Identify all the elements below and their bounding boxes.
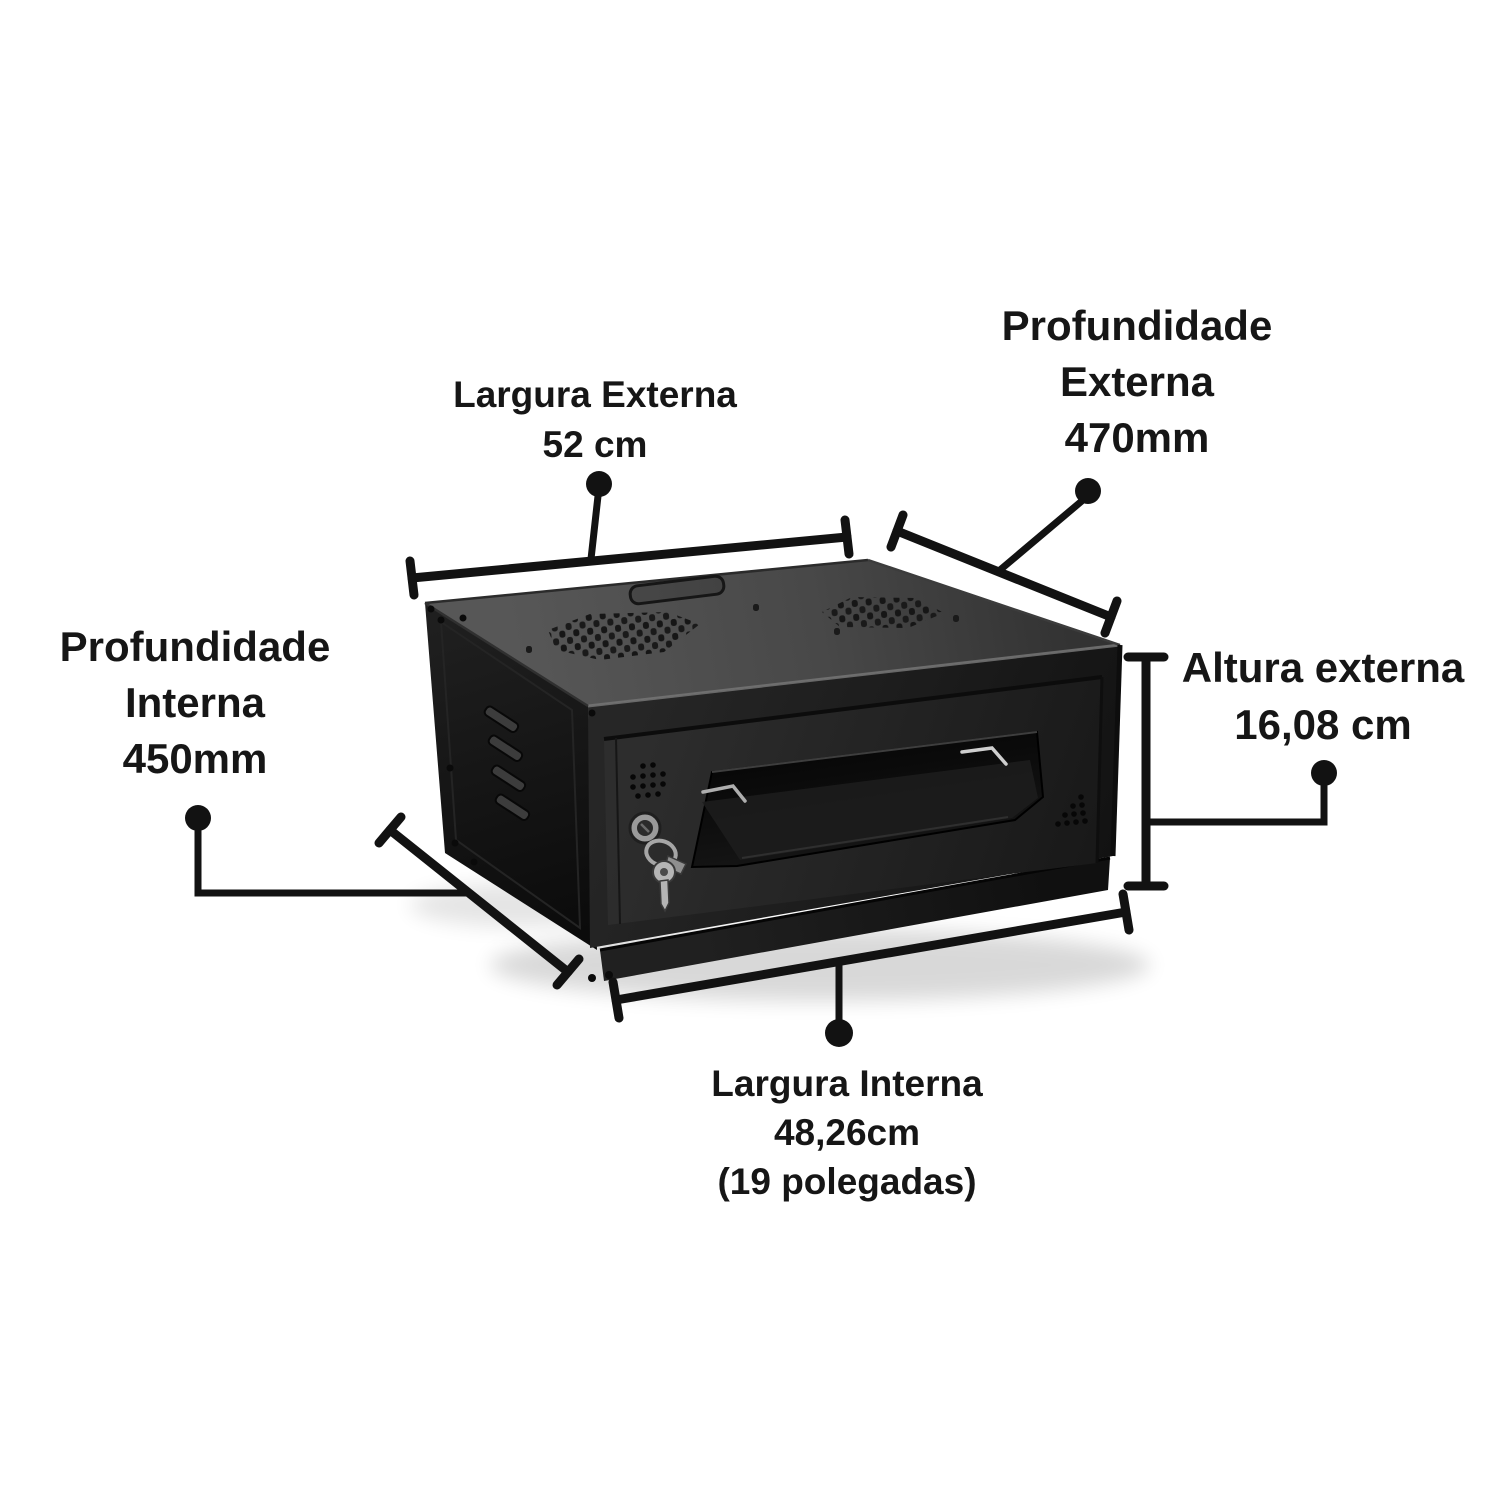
leader-dot xyxy=(1075,478,1101,504)
window-bottom-reflection xyxy=(741,816,1009,859)
dim-altura-externa xyxy=(1123,652,1337,891)
dim-tick xyxy=(552,954,584,990)
dimension-annotations xyxy=(185,471,1337,1047)
cabinet-illustration xyxy=(410,558,1150,1001)
door-vent-left xyxy=(630,762,666,799)
dim-line xyxy=(407,532,852,583)
door-top-seam xyxy=(603,675,1103,741)
label-line: 16,08 cm xyxy=(1234,701,1412,748)
label-line: 450mm xyxy=(122,735,268,782)
door-lock xyxy=(628,811,662,845)
leader-line xyxy=(587,492,602,563)
top-right-edge xyxy=(867,558,1121,647)
leader-dot xyxy=(825,1019,853,1047)
dim-tick xyxy=(608,977,624,1023)
top-left-edge xyxy=(424,601,589,708)
window-bracket-reflection-right xyxy=(960,746,1008,766)
door-right-seam xyxy=(1095,676,1104,864)
key-shaft xyxy=(659,879,670,913)
window-top-highlight xyxy=(711,731,1038,773)
cabinet-base-plinth xyxy=(600,858,1110,981)
side-louvers xyxy=(483,705,531,822)
window-bracket-reflection-left xyxy=(701,784,747,803)
leader-line xyxy=(996,496,1087,574)
label-profundidade-externa: Profundidade Externa 470mm xyxy=(907,298,1367,466)
door-keys xyxy=(644,838,688,913)
dim-tick xyxy=(374,812,406,848)
label-line: Externa xyxy=(1059,358,1215,405)
leader-dot xyxy=(185,805,211,831)
label-largura-interna: Largura Interna 48,26cm (19 polegadas) xyxy=(617,1059,1077,1206)
front-right-edge xyxy=(1110,644,1123,857)
dim-tick xyxy=(886,510,908,552)
label-line: Profundidade xyxy=(59,623,331,670)
top-handle-cutout xyxy=(628,574,726,606)
leader-line xyxy=(194,827,470,897)
label-line: Interna xyxy=(124,679,266,726)
label-line: 48,26cm xyxy=(773,1112,921,1153)
label-largura-externa: Largura Externa 52 cm xyxy=(375,370,815,470)
top-vent-stray-holes xyxy=(526,604,959,653)
label-line: Profundidade xyxy=(1001,302,1273,349)
plinth-seam xyxy=(599,856,1111,952)
dim-tick xyxy=(405,556,419,600)
dim-profundidade-interna xyxy=(185,805,584,990)
window-inner-reflection xyxy=(702,760,1038,860)
label-line: Altura externa xyxy=(1181,644,1465,691)
label-line: Largura Externa xyxy=(453,374,737,415)
cabinet-top-face xyxy=(425,560,1120,706)
cabinet-screws xyxy=(427,605,613,982)
label-line: 470mm xyxy=(1064,414,1210,461)
label-line: (19 polegadas) xyxy=(717,1161,977,1202)
label-profundidade-interna: Profundidade Interna 450mm xyxy=(0,619,425,787)
top-vent-right xyxy=(822,597,944,628)
top-rear-edge xyxy=(424,558,869,605)
door-hinge-seam xyxy=(615,737,621,925)
label-altura-externa: Altura externa 16,08 cm xyxy=(1093,639,1500,753)
leader-dot xyxy=(586,471,612,497)
dim-largura-externa xyxy=(405,471,854,600)
door-vent-right xyxy=(1055,794,1088,827)
label-line: Largura Interna xyxy=(711,1063,983,1104)
dim-line xyxy=(892,526,1116,622)
dim-tick xyxy=(1118,889,1134,935)
label-line: 52 cm xyxy=(542,424,648,465)
dim-line xyxy=(611,907,1131,1005)
dim-tick xyxy=(1100,596,1122,638)
dim-largura-interna xyxy=(608,889,1134,1047)
dim-tick xyxy=(840,515,854,559)
dim-profundidade-externa xyxy=(886,478,1122,638)
leader-line xyxy=(1142,782,1328,826)
dim-line xyxy=(385,825,573,977)
top-front-edge-highlight xyxy=(587,643,1121,708)
leader-dot xyxy=(1311,760,1337,786)
top-vent-left xyxy=(548,612,700,660)
